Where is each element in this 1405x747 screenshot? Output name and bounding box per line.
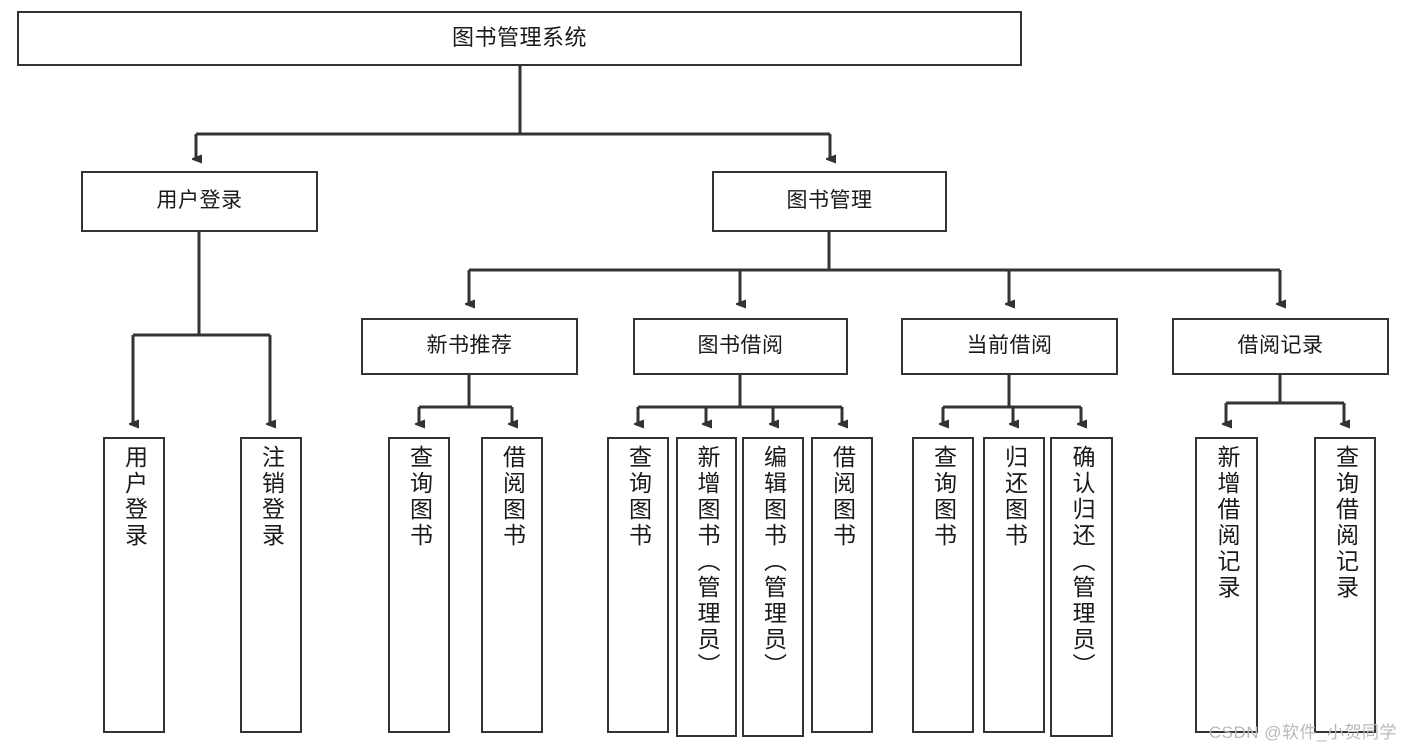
node-label: 查询图书: [930, 445, 957, 549]
leaf-user-login-login[interactable]: 用户登录: [103, 437, 165, 733]
node-label: 图书管理系统: [451, 25, 587, 51]
node-label: 借阅图书: [499, 445, 526, 549]
node-current-borrow[interactable]: 当前借阅: [901, 318, 1118, 375]
leaf-borrow-record-query-record[interactable]: 查询借阅记录: [1314, 437, 1376, 733]
node-label: 确认归还（管理员）: [1069, 445, 1095, 679]
leaf-book-borrow-add-book-admin[interactable]: 新增图书（管理员）: [676, 437, 737, 737]
leaf-book-borrow-query-book[interactable]: 查询图书: [607, 437, 669, 733]
node-label: 查询借阅记录: [1332, 445, 1359, 601]
csdn-watermark: CSDN @软件_小贺同学: [1208, 723, 1397, 742]
node-label: 当前借阅: [966, 334, 1053, 358]
node-label: 新增图书（管理员）: [694, 445, 720, 679]
node-new-book-recommend[interactable]: 新书推荐: [361, 318, 578, 375]
leaf-current-borrow-confirm-return-admin[interactable]: 确认归还（管理员）: [1050, 437, 1113, 737]
leaf-borrow-record-add-record[interactable]: 新增借阅记录: [1195, 437, 1258, 733]
leaf-book-borrow-edit-book-admin[interactable]: 编辑图书（管理员）: [742, 437, 804, 737]
node-label: 注销登录: [258, 445, 285, 549]
node-label: 编辑图书（管理员）: [760, 445, 787, 679]
leaf-book-borrow-borrow-book[interactable]: 借阅图书: [811, 437, 873, 733]
node-book-borrow[interactable]: 图书借阅: [633, 318, 848, 375]
node-root-library-management-system[interactable]: 图书管理系统: [17, 11, 1022, 66]
node-label: 新书推荐: [426, 334, 513, 358]
node-label: 图书借阅: [697, 334, 784, 358]
leaf-new-book-borrow-book[interactable]: 借阅图书: [481, 437, 543, 733]
node-user-login[interactable]: 用户登录: [81, 171, 318, 232]
leaf-new-book-query-book[interactable]: 查询图书: [388, 437, 450, 733]
node-label: 查询图书: [625, 445, 652, 549]
node-label: 归还图书: [1001, 445, 1028, 549]
node-label: 图书管理: [786, 189, 873, 213]
node-label: 新增借阅记录: [1214, 445, 1240, 601]
node-label: 借阅记录: [1237, 334, 1324, 358]
leaf-current-borrow-query-book[interactable]: 查询图书: [912, 437, 974, 733]
node-book-management[interactable]: 图书管理: [712, 171, 947, 232]
node-label: 查询图书: [406, 445, 433, 549]
node-label: 用户登录: [121, 445, 148, 549]
node-borrow-record[interactable]: 借阅记录: [1172, 318, 1389, 375]
leaf-current-borrow-return-book[interactable]: 归还图书: [983, 437, 1045, 733]
leaf-user-login-logout[interactable]: 注销登录: [240, 437, 302, 733]
node-label: 用户登录: [156, 189, 243, 213]
node-label: 借阅图书: [829, 445, 856, 549]
